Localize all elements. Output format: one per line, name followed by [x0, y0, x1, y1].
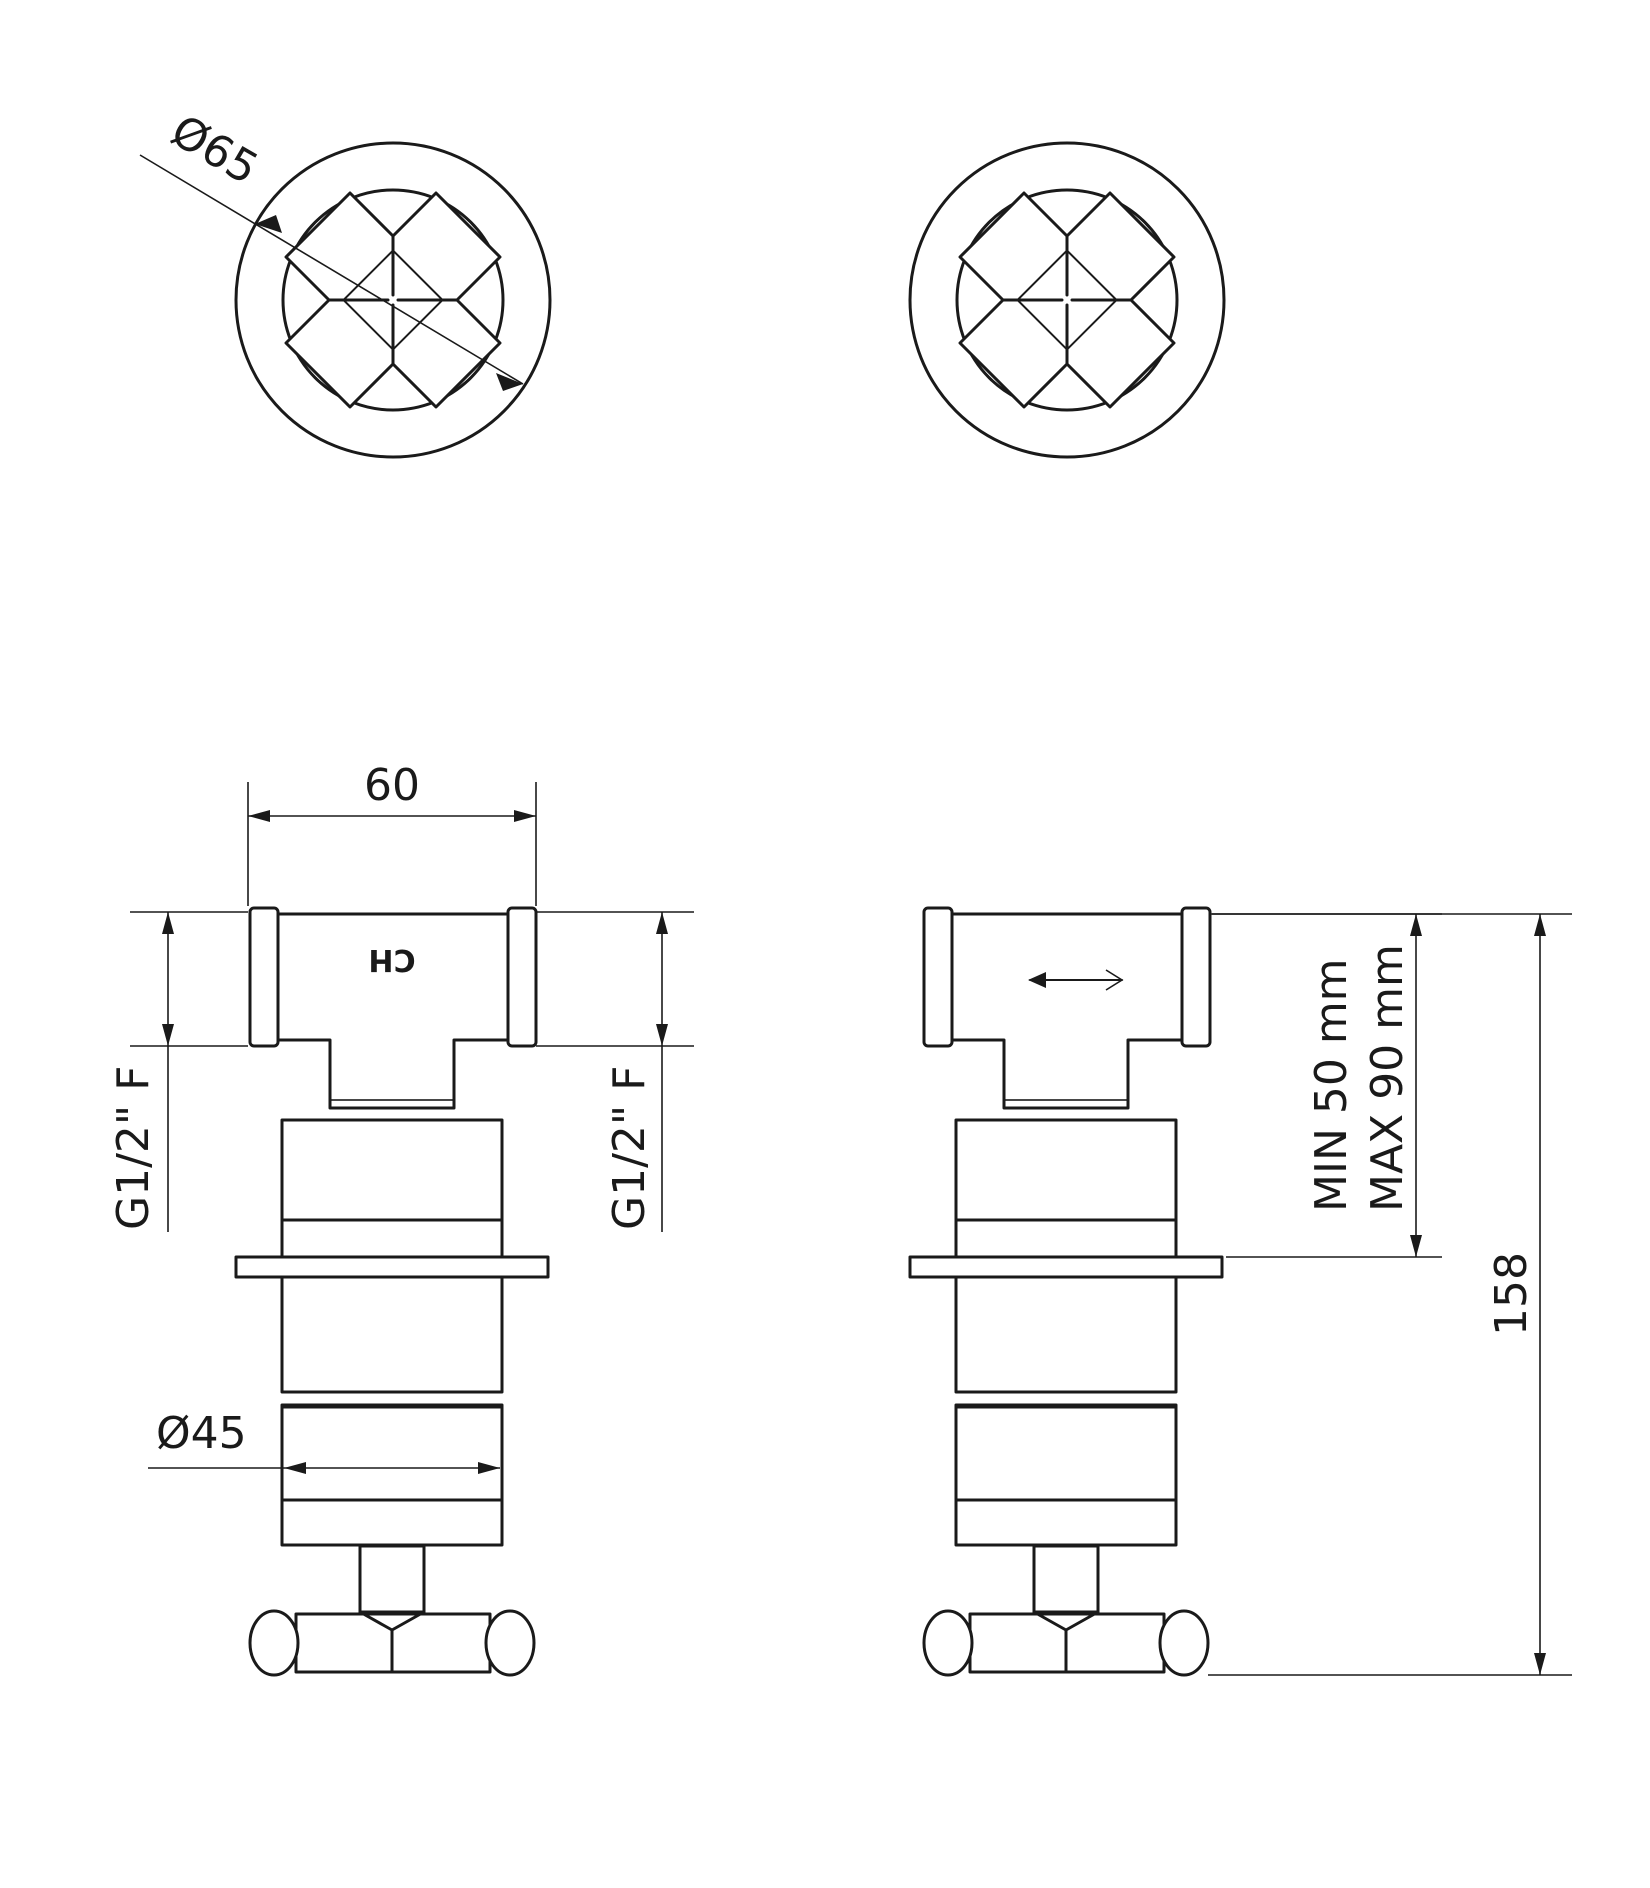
- min-depth-label: MIN 50 mm: [1306, 958, 1357, 1212]
- handle-diameter-label: Ø65: [163, 105, 267, 194]
- connection-right-label: G1/2" F: [604, 1066, 655, 1230]
- side-view-right: MIN 50 mm MAX 90 mm 158: [908, 906, 1572, 1677]
- hot-cold-marking: CH: [368, 942, 415, 977]
- front-view-left: CH 60 G1/2" F G1/2" F Ø45: [108, 760, 694, 1677]
- sleeve-diameter-label: Ø45: [156, 1408, 247, 1459]
- total-length-label: 158: [1486, 1252, 1537, 1336]
- connection-left-label: G1/2" F: [108, 1066, 159, 1230]
- max-depth-label: MAX 90 mm: [1362, 944, 1413, 1212]
- top-view-right: [908, 141, 1226, 459]
- body-width-label: 60: [364, 760, 420, 811]
- top-view-left: Ø65: [139, 105, 552, 459]
